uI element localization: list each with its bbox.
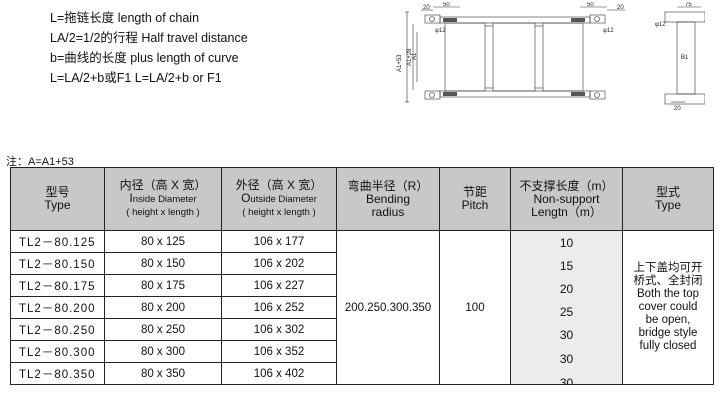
dim-75: 75 <box>685 2 692 8</box>
non-support-values: 10 15 20 25 30 30 30 <box>512 232 622 385</box>
cell-inner: 80 x 200 <box>104 296 222 319</box>
dim-phi12-left: φ12 <box>435 28 446 34</box>
dim-20-right: 20 <box>617 5 624 11</box>
cell-model: TL2－80.250 <box>10 318 105 341</box>
cell-inner: 80 x 175 <box>104 274 222 297</box>
table-row: TL2－80.125 80 x 125 106 x 177 200.250.30… <box>10 230 714 385</box>
cell-inner: 80 x 300 <box>104 340 222 363</box>
cell-outer: 106 x 402 <box>221 362 337 385</box>
cell-type-description: 上下盖均可开 桥式、全封闭 Both the top cover could b… <box>622 230 714 385</box>
cell-outer: 106 x 352 <box>221 340 337 363</box>
table-row: TL2－80.175 80 x 175 106 x 227 <box>10 274 714 297</box>
table-header-row: 型号 Type 内径（高 X 宽） Inside Diameter ( heig… <box>10 167 714 231</box>
cell-model: TL2－80.350 <box>10 362 105 385</box>
cell-model: TL2－80.300 <box>10 340 105 363</box>
non-support-value: 30 <box>559 352 574 366</box>
dim-50-left: 50 <box>443 2 450 8</box>
header-non-support-length: 不支撑长度（m） Non-support Lengtn（m） <box>510 167 623 231</box>
cell-inner: 80 x 250 <box>104 318 222 341</box>
header-type: 型式 Type <box>622 167 714 231</box>
dim-a1-28: A1+28 <box>407 48 413 66</box>
cell-outer: 106 x 227 <box>221 274 337 297</box>
dim-phi12-side: φ12 <box>655 22 666 28</box>
formula-block: L=拖链长度 length of chain LA/2=1/2的行程 Half … <box>50 8 248 88</box>
dim-20-side: 20 <box>674 106 681 112</box>
formula-line-curve-length: b=曲线的长度 plus length of curve <box>50 51 239 65</box>
formula-note: 注：A=A1+53 <box>6 156 74 168</box>
cell-inner: 80 x 150 <box>104 252 222 275</box>
cell-outer: 106 x 302 <box>221 318 337 341</box>
non-support-value: 30 <box>559 376 574 385</box>
spec-table: 型号 Type 内径（高 X 宽） Inside Diameter ( heig… <box>10 167 714 385</box>
non-support-value: 25 <box>559 305 574 319</box>
non-support-value: 10 <box>559 236 574 250</box>
cell-bending-radius: 200.250.300.350 <box>336 230 440 385</box>
dim-a1-53: A1+53 <box>397 54 403 72</box>
header-model: 型号 Type <box>10 167 105 231</box>
non-support-value: 20 <box>559 282 574 296</box>
header-bending-radius: 弯曲半径（R） Bending radius <box>336 167 440 231</box>
formula-line-total: L=LA/2+b或F1 L=LA/2+b or F1 <box>50 71 222 85</box>
cell-model: TL2－80.150 <box>10 252 105 275</box>
dim-phi12-right: φ12 <box>603 28 614 34</box>
cell-inner: 80 x 350 <box>104 362 222 385</box>
cell-inner: 80 x 125 <box>104 230 222 253</box>
dim-50-right: 50 <box>587 2 594 8</box>
non-support-value: 30 <box>559 328 574 342</box>
cell-outer: 106 x 202 <box>221 252 337 275</box>
cell-outer: 106 x 177 <box>221 230 337 253</box>
header-inside-diameter: 内径（高 X 宽） Inside Diameter ( height x len… <box>104 167 222 231</box>
table-row: TL2－80.150 80 x 150 106 x 202 <box>10 252 714 275</box>
table-row: TL2－80.350 80 x 350 106 x 402 <box>10 362 714 385</box>
dim-b1: B1 <box>681 55 689 61</box>
chain-technical-drawing: 20 50 50 20 φ12 φ12 A1+53 A1+28 A1 75 φ1… <box>397 2 705 112</box>
formula-line-chain-length: L=拖链长度 length of chain <box>50 11 200 25</box>
cell-pitch: 100 <box>439 230 511 385</box>
dim-20-left: 20 <box>423 5 430 11</box>
header-pitch: 节距 Pitch <box>439 167 511 231</box>
cell-model: TL2－80.175 <box>10 274 105 297</box>
table-row: TL2－80.200 80 x 200 106 x 252 <box>10 296 714 319</box>
dim-a1: A1 <box>412 52 418 60</box>
cell-non-support-column: 10 15 20 25 30 30 30 <box>510 230 623 385</box>
cell-model: TL2－80.125 <box>10 230 105 253</box>
header-outside-diameter: 外径（高 X 宽） Outside Diameter ( height x le… <box>221 167 337 231</box>
cell-model: TL2－80.200 <box>10 296 105 319</box>
cell-outer: 106 x 252 <box>221 296 337 319</box>
formula-line-half-travel: LA/2=1/2的行程 Half travel distance <box>50 31 248 45</box>
non-support-value: 15 <box>559 259 574 273</box>
